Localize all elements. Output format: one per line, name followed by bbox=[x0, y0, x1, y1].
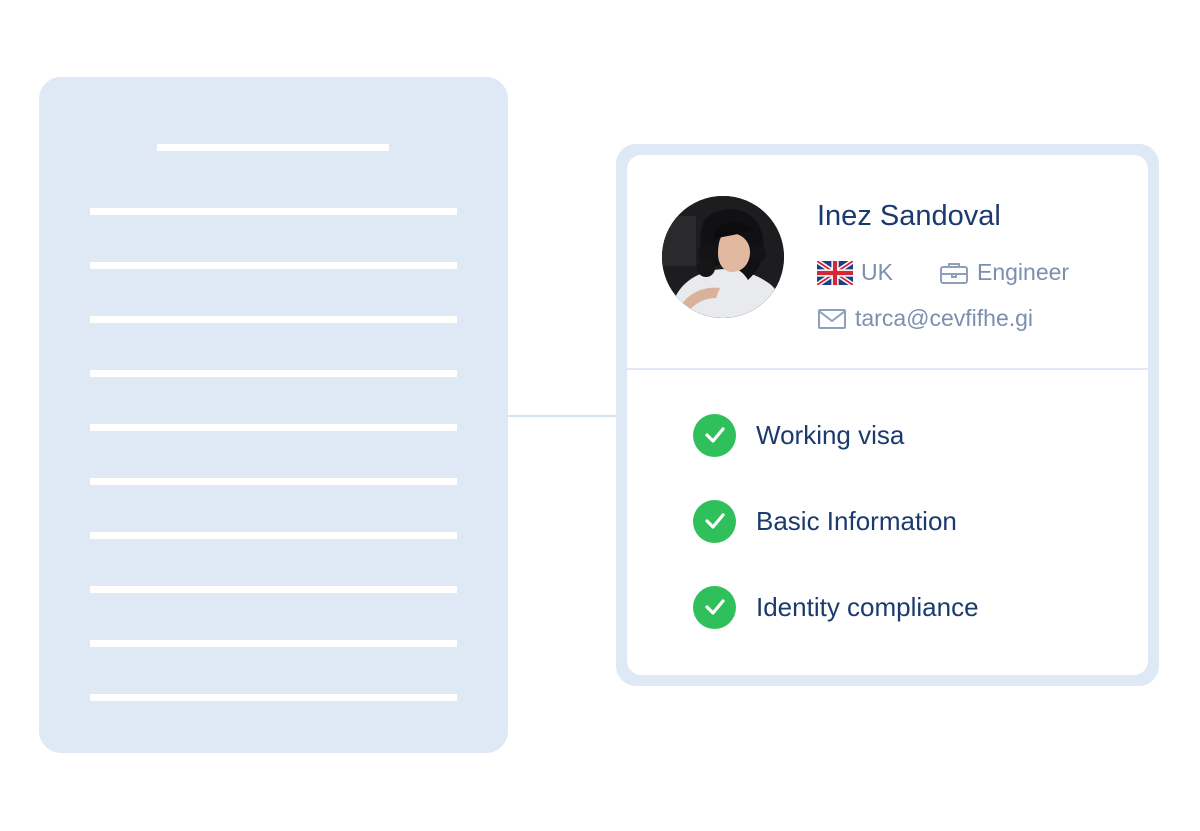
profile-country-label: UK bbox=[861, 259, 893, 285]
document-text-line bbox=[90, 532, 457, 539]
profile-photo bbox=[662, 196, 784, 318]
document-text-line bbox=[90, 640, 457, 647]
profile-email: tarca@cevfifhe.gi bbox=[817, 305, 1033, 332]
profile-name: Inez Sandoval bbox=[817, 200, 1001, 232]
document-text-line bbox=[90, 370, 457, 377]
checklist-label: Identity compliance bbox=[756, 591, 979, 622]
envelope-icon bbox=[817, 308, 847, 330]
checklist-item-working-visa: Working visa bbox=[693, 413, 1133, 457]
profile-header: Inez Sandoval UK bbox=[627, 155, 1148, 368]
check-circle-icon bbox=[693, 585, 736, 629]
briefcase-icon bbox=[939, 261, 969, 285]
document-text-line bbox=[90, 424, 457, 431]
check-circle-icon bbox=[693, 499, 736, 543]
uk-flag-icon bbox=[817, 260, 853, 285]
check-circle-icon bbox=[693, 413, 736, 457]
document-illustration bbox=[39, 77, 508, 753]
document-text-line bbox=[90, 586, 457, 593]
checklist-label: Basic Information bbox=[756, 505, 957, 536]
verification-checklist: Working visa Basic Information Identity … bbox=[693, 413, 1133, 671]
profile-role-label: Engineer bbox=[977, 259, 1070, 285]
document-title-line bbox=[157, 144, 389, 151]
connector-line bbox=[508, 415, 616, 417]
profile-email-label: tarca@cevfifhe.gi bbox=[855, 305, 1034, 331]
document-text-line bbox=[90, 208, 457, 215]
profile-role: Engineer bbox=[939, 259, 1069, 286]
profile-card: Inez Sandoval UK bbox=[627, 155, 1148, 675]
checklist-item-basic-information: Basic Information bbox=[693, 499, 1133, 543]
avatar bbox=[662, 196, 784, 318]
document-text-line bbox=[90, 262, 457, 269]
profile-card-frame: Inez Sandoval UK bbox=[616, 144, 1159, 686]
checklist-item-identity-compliance: Identity compliance bbox=[693, 585, 1133, 629]
document-text-line bbox=[90, 478, 457, 485]
document-text-line bbox=[90, 316, 457, 323]
card-divider bbox=[627, 368, 1148, 370]
checklist-label: Working visa bbox=[756, 419, 905, 450]
document-text-line bbox=[90, 694, 457, 701]
profile-country: UK bbox=[817, 259, 893, 286]
